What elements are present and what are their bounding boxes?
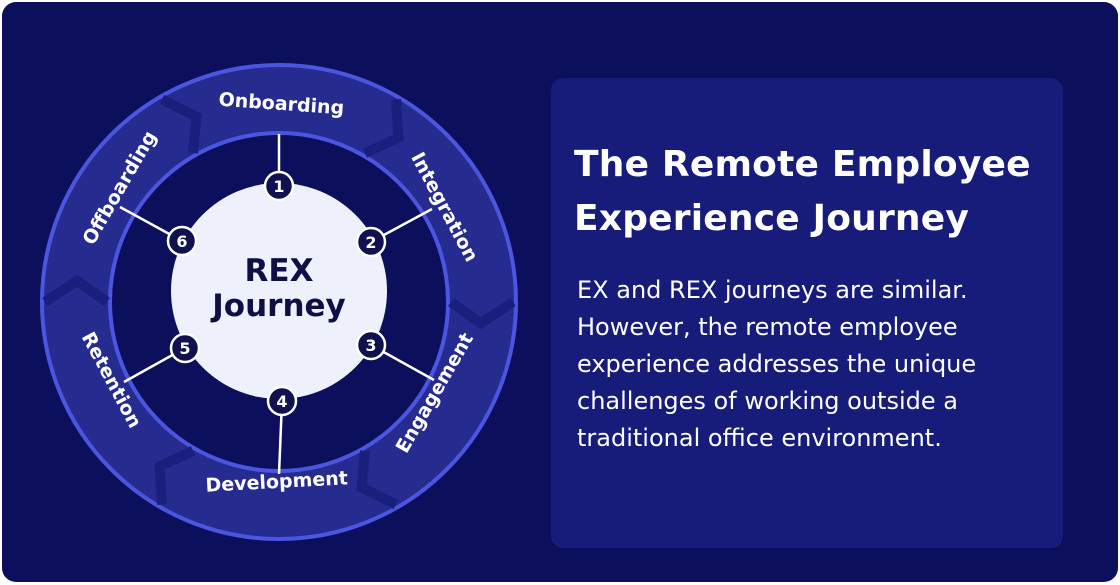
center-circle (171, 183, 387, 399)
center-title-line2: Journey (210, 288, 346, 324)
stage-number: 1 (273, 177, 284, 196)
stage-number: 5 (179, 339, 190, 358)
stage-number: 6 (176, 232, 187, 251)
panel-title-line1: The Remote Employee (574, 144, 1031, 185)
outer-ring (42, 65, 516, 539)
ring-chevron (154, 446, 196, 505)
stage-node-circle (266, 385, 298, 417)
stage-node-circle (355, 329, 387, 361)
stage-node-3: 3 (355, 329, 387, 361)
stage-node-circle (263, 170, 295, 202)
stage-number: 2 (365, 233, 376, 252)
panel-body-text: EX and REX journeys are similar. However… (577, 276, 977, 452)
ring-chevron (362, 99, 404, 158)
center-title-line1: REX (245, 253, 314, 289)
ring-chevron (448, 297, 516, 330)
ring-chevrons (42, 94, 516, 510)
ring-chevron (42, 274, 110, 307)
stage-node-circle (355, 226, 387, 258)
stage-node-6: 6 (166, 225, 198, 257)
stage-node-2: 2 (355, 226, 387, 258)
stage-node-1: 1 (263, 170, 295, 202)
stage-nodes: 1 2 3 4 5 6 (166, 170, 387, 417)
stage-node-circle (166, 225, 198, 257)
stage-node-circle (169, 332, 201, 364)
ring-chevron (159, 94, 202, 154)
stage-node-4: 4 (266, 385, 298, 417)
stage-number: 4 (276, 392, 287, 411)
ring-chevron (356, 450, 399, 510)
description-panel (551, 78, 1063, 548)
stage-node-5: 5 (169, 332, 201, 364)
panel-title-line2: Experience Journey (574, 198, 970, 239)
outer-ring-edge (40, 63, 518, 541)
stage-number: 3 (365, 336, 376, 355)
panel-title: The Remote Employee Experience Journey (574, 138, 1064, 246)
